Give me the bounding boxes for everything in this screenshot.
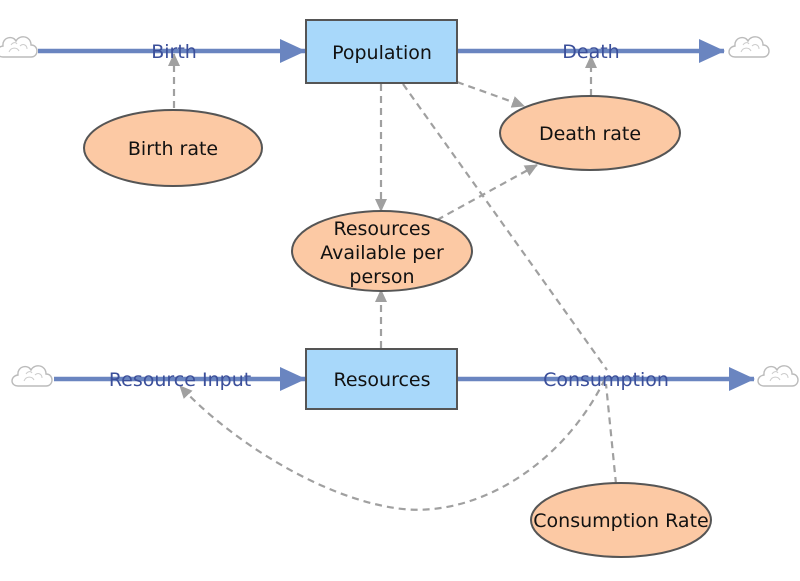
- link-resources-per-person-to-death-rate: [436, 164, 538, 221]
- stock-resources[interactable]: Resources: [305, 348, 458, 410]
- variable-death-rate[interactable]: Death rate: [499, 95, 681, 171]
- flow-death-label[interactable]: Death: [562, 41, 619, 63]
- link-population-to-death-rate: [456, 80, 525, 108]
- variable-resources-per-person-label-line1: Resources: [333, 218, 430, 240]
- variable-birth-rate[interactable]: Birth rate: [83, 109, 263, 187]
- flow-pipes: [38, 39, 755, 391]
- stock-population-label: Population: [332, 42, 432, 64]
- link-population-to-consumption: [402, 83, 608, 371]
- variable-resources-per-person-label-line2: Available per: [320, 242, 444, 264]
- dependency-links: [168, 53, 618, 511]
- variable-consumption-rate-label: Consumption Rate: [533, 510, 708, 532]
- variable-birth-rate-label: Birth rate: [128, 138, 218, 160]
- stock-population[interactable]: Population: [305, 19, 458, 84]
- variable-consumption-rate[interactable]: Consumption Rate: [530, 482, 712, 558]
- cloud-icon: [0, 36, 38, 58]
- flow-resource-input-label[interactable]: Resource Input: [109, 369, 251, 391]
- flow-consumption-label[interactable]: Consumption: [543, 369, 669, 391]
- flow-birth-label[interactable]: Birth: [151, 41, 197, 63]
- link-consumption-rate-to-consumption: [604, 383, 618, 485]
- variable-death-rate-label: Death rate: [539, 123, 641, 145]
- cloud-icon: [728, 36, 770, 58]
- link-consumption-to-resource-input: [179, 378, 606, 511]
- variable-resources-per-person-label-line3: person: [349, 266, 414, 288]
- stock-resources-label: Resources: [333, 369, 430, 391]
- cloud-icon: [11, 365, 53, 387]
- cloud-icon: [757, 365, 799, 387]
- variable-resources-per-person[interactable]: Resources Available per person: [291, 210, 473, 292]
